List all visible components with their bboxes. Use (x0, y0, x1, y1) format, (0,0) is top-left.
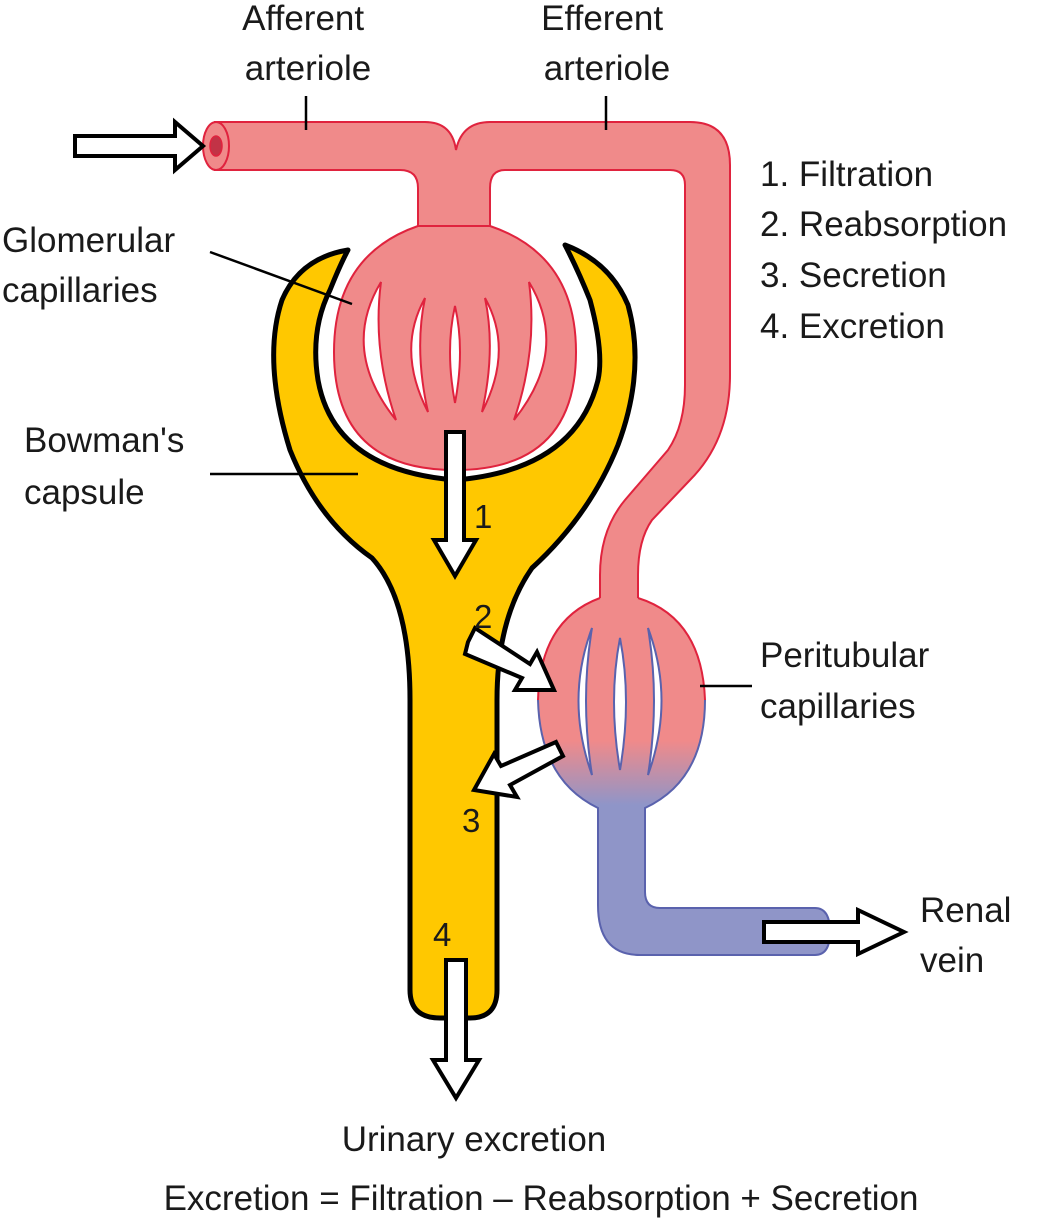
efferent-label-line: arteriole (544, 49, 670, 88)
peritubular-label-line: Peritubular (760, 636, 930, 675)
process-item: 1. Filtration (760, 155, 933, 194)
efferent-label-line: Efferent (541, 0, 663, 38)
process-item: 3. Secretion (760, 256, 947, 295)
step-number-2: 2 (474, 598, 492, 635)
secretion-arrow (470, 739, 566, 800)
urinary-excretion-label: Urinary excretion (342, 1120, 607, 1159)
renal-vein-label: Renal vein (920, 891, 1021, 980)
glomerular-loop (449, 305, 461, 404)
glomerular-loop (481, 297, 500, 413)
process-item: 2. Reabsorption (760, 205, 1007, 244)
glomerular-leader (209, 250, 353, 306)
glomerular-loop (362, 281, 397, 421)
arteriole-lumen (209, 135, 223, 157)
afferent-arteriole (214, 121, 731, 601)
renal-vein-label-line: vein (920, 941, 984, 980)
peritubular-loop (613, 637, 627, 771)
glomerular-loop (513, 281, 548, 421)
glomerular-label-line: Glomerular (2, 221, 175, 260)
reabsorption-arrow (462, 625, 558, 692)
peritubular-label: Peritubular capillaries (760, 636, 939, 726)
inflow-arrow (73, 117, 207, 175)
glomerular-label-line: capillaries (2, 271, 158, 310)
filtration-arrow (430, 430, 480, 580)
peritubular-label-line: capillaries (760, 687, 916, 726)
afferent-label: Afferent arteriole (242, 0, 374, 88)
process-item: 4. Excretion (760, 307, 945, 346)
renal-vein-label-line: Renal (920, 891, 1011, 930)
bowmans-label-line: Bowman's (24, 421, 184, 460)
peritubular-loop (647, 627, 663, 776)
efferent-label: Efferent arteriole (541, 0, 673, 88)
peritubular-loop (577, 627, 593, 776)
step-number-1: 1 (474, 498, 492, 535)
process-list: 1. Filtration 2. Reabsorption 3. Secreti… (760, 155, 1017, 346)
step-number-4: 4 (433, 916, 451, 953)
renal-vein-arrow (762, 906, 909, 958)
excretion-arrow (429, 958, 483, 1102)
afferent-label-line: Afferent (242, 0, 364, 38)
afferent-label-line: arteriole (245, 49, 371, 88)
step-number-3: 3 (462, 802, 480, 839)
bowmans-label: Bowman's capsule (24, 421, 194, 512)
bowmans-label-line: capsule (24, 473, 145, 512)
glomerular-loop (410, 297, 429, 413)
peritubular-capillaries (538, 598, 830, 955)
bowmans-capsule (271, 242, 638, 1021)
excretion-equation: Excretion = Filtration – Reabsorption + … (164, 1179, 919, 1218)
glomerular-label: Glomerular capillaries (2, 221, 185, 310)
